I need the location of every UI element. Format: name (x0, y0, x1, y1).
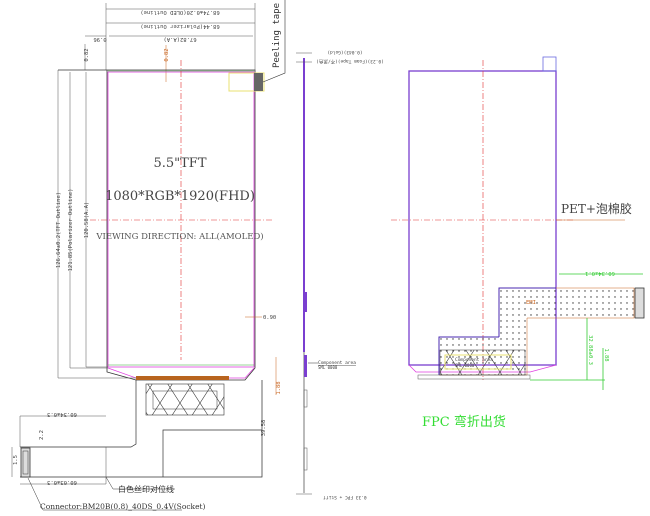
height-dimension-lines (57, 70, 136, 379)
connector-label: Connector:BM20B(0.8)_40DS_0.4V(Socket) (40, 502, 206, 511)
back-green-dimensions (530, 273, 643, 390)
back-component-label: Component area (455, 357, 493, 363)
dim-fpc-height: 32.88±0.3 (587, 335, 593, 365)
pet-foam-label: PET+泡棉胶 (561, 201, 632, 216)
back-peeling-tab (542, 56, 557, 72)
peeling-tape-label: Peeling tape (272, 3, 282, 68)
dim-polarizer-width: 68.44(Polarizer Outline) (140, 23, 219, 29)
peeling-tape-area (228, 72, 265, 92)
front-view: 68.74±0.20(OLED Outline) 68.44(Polarizer… (11, 0, 286, 511)
side-component-code: SML 0000 (318, 365, 338, 370)
top-dimensions (84, 3, 256, 70)
component-area-inner (152, 390, 218, 410)
side-view: (0.043)(Gold) (0.23)(Foam Tape)(不/黑色) Co… (296, 49, 384, 500)
side-stiff-2 (303, 447, 308, 471)
dim-aa-width: 67.82(A.A) (163, 36, 196, 42)
component-area (145, 383, 225, 416)
back-connector (634, 287, 645, 319)
dim-fpc-length: 39.58 (261, 420, 267, 437)
dim-oled-width: 68.74±0.20(OLED Outline) (140, 9, 219, 15)
back-panel-outline (408, 70, 557, 366)
dim-connector-h: 1.5 (13, 455, 19, 465)
emi-label: EMI (526, 300, 536, 306)
size-label: 5.5"TFT (153, 156, 206, 171)
dim-top-offset: 0.82 (84, 48, 90, 61)
viewing-direction-label: VIEWING DIRECTION: ALL(AMOLED) (95, 231, 263, 242)
bonding-strip (136, 376, 229, 380)
dim-left-offset: 0.96 (93, 36, 106, 42)
bend-line (417, 374, 531, 380)
dim-bottom-gap: 1.88 (276, 381, 282, 394)
foam-label: (0.23)(Foam Tape)(不/黑色) (316, 58, 384, 65)
connector-inner (22, 450, 29, 475)
emi-edge (438, 287, 556, 375)
fpc-outline (20, 380, 263, 478)
side-component-area: Component area (318, 360, 356, 366)
back-component-outline (444, 354, 512, 370)
peeling-tape-leader (262, 0, 286, 83)
gold-label: (0.043)(Gold) (327, 49, 362, 55)
back-component-code: SML 0000 (455, 363, 475, 368)
silk-alignment-label: 白色丝印对位线 (118, 484, 174, 494)
dim-right-offset: 0.90 (263, 315, 276, 321)
side-stiff-1 (303, 389, 308, 408)
fpc-bent-label: FPC 弯折出货 (422, 414, 506, 430)
tft-outline (58, 69, 256, 381)
resolution-label: 1080*RGB*1920(FHD) (105, 189, 255, 204)
dim-tft-height: 126.64±0.2(TFT Outline) (56, 192, 62, 268)
connector-leader (27, 477, 182, 511)
silk-leader (105, 476, 175, 490)
connector (20, 447, 31, 478)
dim-connector-x-bottom: 60.03±0.3 (47, 479, 77, 485)
dim-connector-w: 2.2 (39, 430, 45, 440)
connector-dimension-lines (11, 415, 107, 485)
side-bump-2 (304, 355, 307, 377)
fpc-stiff-label: 0.33 FPC + Stiff (323, 494, 367, 500)
dim-polarizer-height: 121.85(Polarizer Outline) (68, 189, 74, 272)
dim-connector-x-top: 60.34±0.3 (47, 411, 77, 417)
dim-top-offset-aa: 0.82 (164, 48, 170, 61)
dim-bend: 1.88 (603, 348, 609, 361)
peeling-tape (254, 73, 263, 91)
dim-fpc-width: 60.34±0.1 (585, 270, 615, 276)
dim-aa-height: 120.58(A.A) (84, 202, 90, 238)
side-bump-1 (304, 292, 307, 312)
back-view: PET+泡棉胶 EMI Component area SML 0000 60.3… (391, 56, 645, 430)
